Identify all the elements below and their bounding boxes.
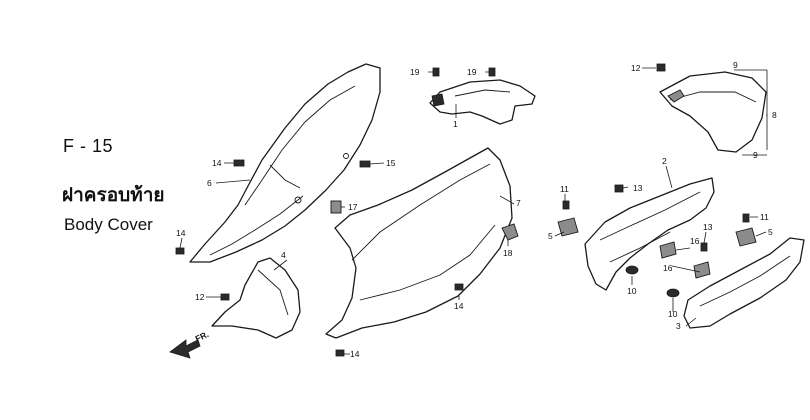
callout-8: 8 <box>772 110 777 120</box>
callout-14-a: 14 <box>212 158 222 168</box>
figure-code: F - 15 <box>63 136 114 156</box>
callout-9-bottom: 9 <box>753 150 758 160</box>
callout-19-a: 19 <box>410 67 420 77</box>
front-arrow-label: FR. <box>194 329 211 344</box>
undertray-part <box>584 177 715 291</box>
callout-18: 18 <box>503 248 513 258</box>
grommet-10-a <box>625 265 639 275</box>
figure-title-english: Body Cover <box>64 215 153 234</box>
callout-12-a: 12 <box>631 63 641 73</box>
callout-19-b: 19 <box>467 67 477 77</box>
callout-14-d: 14 <box>350 349 360 359</box>
lower-panel-part <box>211 257 301 339</box>
callout-12-b: 12 <box>195 292 205 302</box>
callout-labels: 1 2 3 4 5 5 6 7 8 9 9 10 10 11 11 12 12 … <box>176 60 777 359</box>
front-direction-arrow-icon <box>169 339 201 359</box>
leader-lines <box>179 67 768 355</box>
callout-1: 1 <box>453 119 458 129</box>
callout-7: 7 <box>516 198 521 208</box>
figure-title-thai: ฝาครอบท้าย <box>62 184 165 206</box>
clip-5-right <box>735 227 757 247</box>
clip-16-b <box>693 261 711 279</box>
callout-16-a: 16 <box>690 236 700 246</box>
callout-13-a: 13 <box>633 183 643 193</box>
callout-14-c: 14 <box>454 301 464 311</box>
clip-16-a <box>659 241 677 259</box>
callout-11-b: 11 <box>760 212 769 222</box>
bolt-icons <box>175 63 750 357</box>
callout-5-left: 5 <box>548 231 553 241</box>
center-body-cover-part <box>325 147 513 339</box>
callout-15: 15 <box>386 158 396 168</box>
rear-lower-cover-part <box>683 237 805 329</box>
callout-14-b: 14 <box>176 228 186 238</box>
callout-16-b: 16 <box>663 263 673 273</box>
bracket-part <box>429 79 536 125</box>
callout-9-top: 9 <box>733 60 738 70</box>
rear-cowl-part <box>659 71 767 153</box>
callout-10-b: 10 <box>668 309 678 319</box>
callout-13-b: 13 <box>703 222 713 232</box>
callout-3: 3 <box>676 321 681 331</box>
left-side-cover-part <box>189 63 381 263</box>
callout-10-a: 10 <box>627 286 637 296</box>
callout-6: 6 <box>207 178 212 188</box>
clip-18 <box>501 223 519 241</box>
callout-2: 2 <box>662 156 667 166</box>
callout-4: 4 <box>281 250 286 260</box>
clip-17 <box>330 200 342 214</box>
clip-5-left <box>557 217 579 237</box>
callout-11-a: 11 <box>560 184 569 194</box>
callout-5-right: 5 <box>768 227 773 237</box>
callout-17: 17 <box>348 202 358 212</box>
grommet-10-b <box>666 288 680 298</box>
